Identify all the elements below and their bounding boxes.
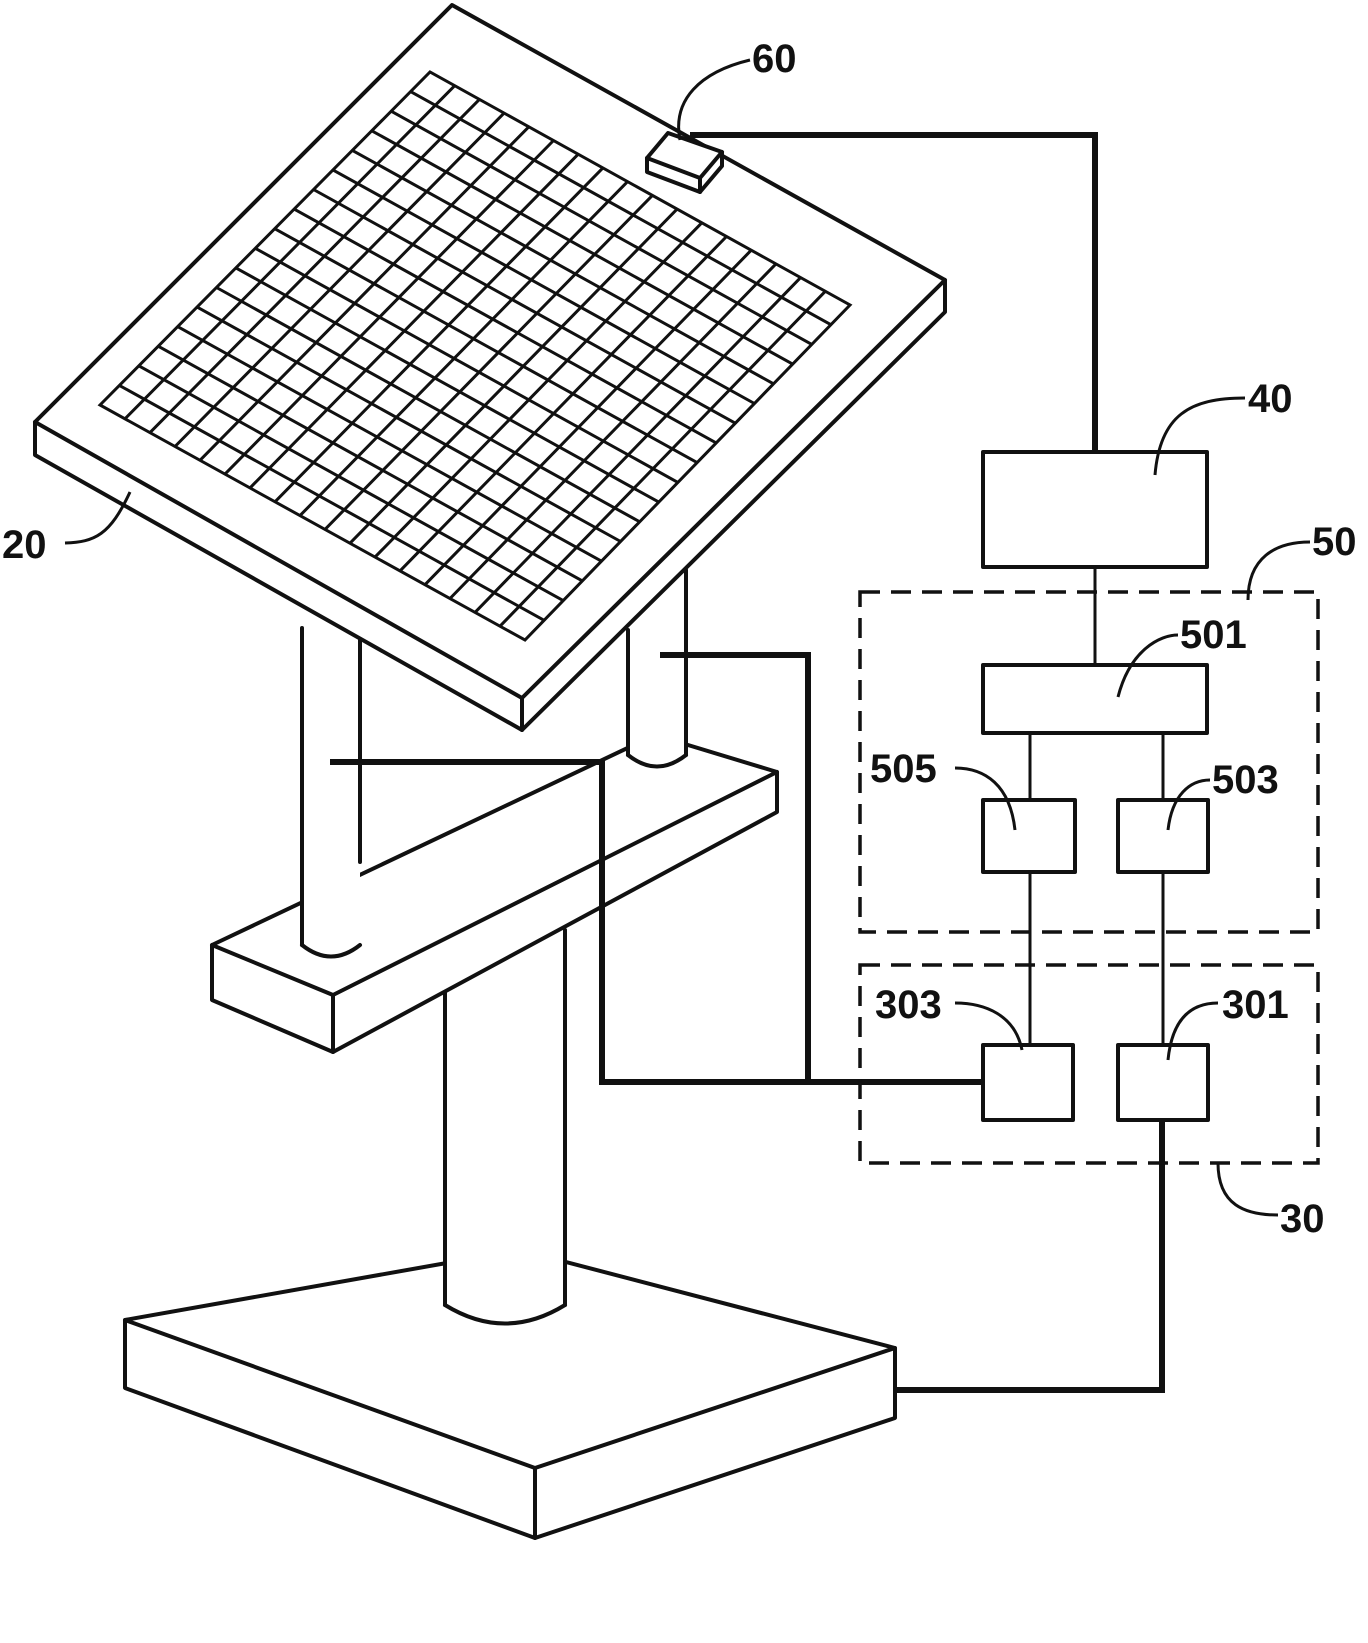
signal-lines xyxy=(1028,567,1165,1045)
solar-panel xyxy=(33,3,947,732)
controller-box xyxy=(981,450,1209,569)
drive-301-box xyxy=(1116,1043,1210,1122)
drive-unit-region xyxy=(858,963,1320,1165)
label-drive-303: 303 xyxy=(875,983,942,1027)
label-drive-301: 301 xyxy=(1222,983,1289,1027)
panel-cell-grid xyxy=(118,84,832,628)
sub-unit-503-box xyxy=(1116,798,1210,874)
label-sub-unit-505: 505 xyxy=(870,747,937,791)
label-sensor: 60 xyxy=(752,37,797,81)
processing-unit-region xyxy=(858,590,1320,934)
reference-labels: 60 40 50 501 505 503 303 301 30 20 xyxy=(2,37,1357,1241)
front-support-rod xyxy=(300,626,362,959)
label-sub-unit-503: 503 xyxy=(1212,758,1279,802)
leader-lines xyxy=(64,58,1311,1217)
base-to-drive-wire xyxy=(895,1120,1165,1393)
label-drive-unit: 30 xyxy=(1280,1197,1325,1241)
central-column xyxy=(443,928,567,1326)
light-sensor xyxy=(645,131,724,194)
label-processor: 501 xyxy=(1180,613,1247,657)
sub-unit-505-box xyxy=(981,798,1077,874)
label-solar-panel: 20 xyxy=(2,523,47,567)
label-controller: 40 xyxy=(1248,377,1293,421)
label-processing-unit: 50 xyxy=(1312,520,1357,564)
middle-platform xyxy=(210,733,779,1054)
front-rod-wire xyxy=(330,759,985,1085)
processor-box xyxy=(981,663,1209,735)
sensor-to-controller-wire xyxy=(690,132,1098,455)
drive-303-box xyxy=(981,1043,1075,1122)
wiring xyxy=(330,132,1165,1393)
rear-rod-wire xyxy=(660,652,811,1082)
